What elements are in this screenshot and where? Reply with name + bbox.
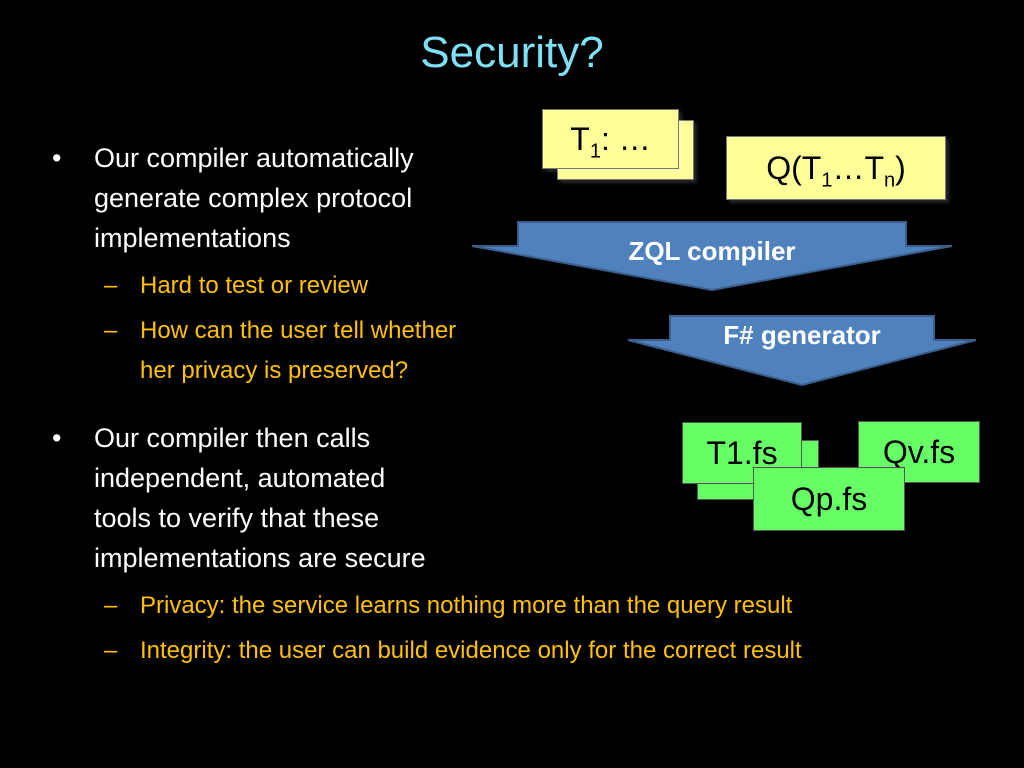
qp-fs-label: Qp.fs: [790, 481, 868, 517]
fsharp-generator-label: F# generator: [723, 320, 881, 350]
zql-compiler-arrow: [471, 221, 953, 292]
t1-fs-box: T1.fs: [682, 422, 802, 484]
slide-title: Security?: [420, 28, 604, 77]
bullet-1-line-2: generate complex protocol: [94, 183, 413, 213]
query-prefix: Q(T: [766, 150, 822, 186]
sub-bullet-2-1-line-1: Privacy: the service learns nothing more…: [140, 592, 793, 619]
bullet-2-line-2: independent, automated: [94, 463, 386, 493]
query-mid: …T: [832, 150, 884, 186]
sub-bullet-1-2-line-2: her privacy is preserved?: [140, 357, 409, 384]
sub-bullet-1-1-line-1: Hard to test or review: [140, 272, 369, 299]
t1-main: T: [570, 121, 590, 157]
bullet-1-line-1: Our compiler automatically: [94, 143, 414, 173]
sub-bullet-dash: –: [104, 592, 118, 619]
zql-compiler-label: ZQL compiler: [628, 236, 796, 266]
query-suffix: ): [895, 150, 906, 186]
bullet-2-line-1: Our compiler then calls: [94, 423, 371, 453]
sub-bullet-dash: –: [104, 637, 118, 664]
qp-fs-box: Qp.fs: [753, 467, 905, 531]
bullet-dot: •: [52, 143, 62, 173]
bullet-2-line-4: implementations are secure: [94, 543, 426, 573]
query-box: Q(T1…Tn): [726, 136, 946, 200]
sub-bullet-dash: –: [104, 272, 118, 299]
sub-bullet-dash: –: [104, 317, 118, 344]
query-sub-1: 1: [821, 169, 833, 192]
query-sub-n: n: [883, 169, 896, 192]
qv-fs-label: Qv.fs: [882, 434, 956, 470]
fsharp-generator-arrow: [627, 315, 977, 387]
sub-bullet-2-2-line-1: Integrity: the user can build evidence o…: [140, 637, 802, 664]
t1-box: T1: …: [542, 109, 679, 169]
bullet-1-line-3: implementations: [94, 223, 291, 253]
bullet-dot: •: [52, 423, 62, 453]
t1-rest: : …: [600, 121, 651, 157]
t1-subscript: 1: [589, 140, 601, 163]
bullet-2-line-3: tools to verify that these: [94, 503, 380, 533]
t1-fs-label: T1.fs: [706, 435, 778, 471]
sub-bullet-1-2-line-1: How can the user tell whether: [140, 317, 457, 344]
qv-fs-box: Qv.fs: [858, 421, 980, 483]
